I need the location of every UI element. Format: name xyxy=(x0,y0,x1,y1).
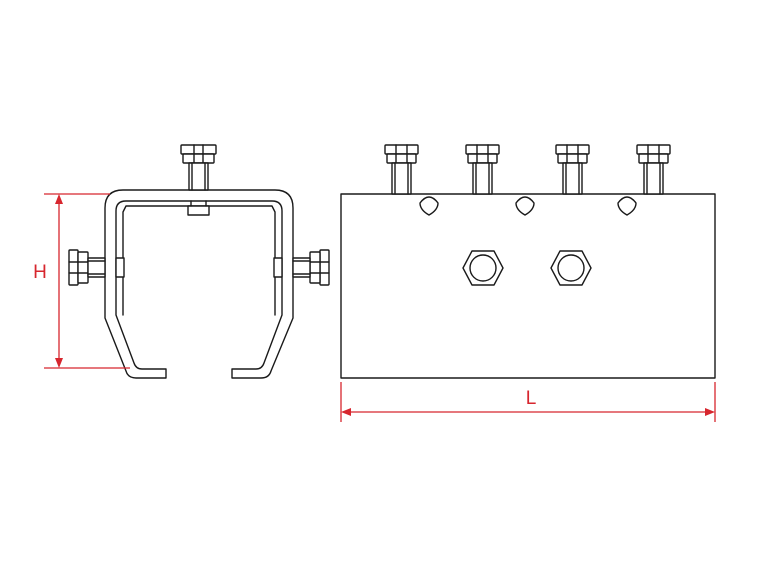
hex-bolt-head-1 xyxy=(462,250,504,286)
top-bolt xyxy=(180,144,217,216)
side-bolt-3 xyxy=(555,144,590,195)
length-label: L xyxy=(526,388,537,409)
left-side-bolt xyxy=(68,249,125,286)
side-view-body xyxy=(340,193,716,379)
teardrop-mark-3 xyxy=(617,196,637,216)
right-side-bolt xyxy=(273,249,330,286)
end-view: H xyxy=(33,144,330,379)
teardrop-mark-2 xyxy=(515,196,535,216)
hex-bolt-head-2 xyxy=(550,250,592,286)
teardrop-mark-1 xyxy=(419,196,439,216)
side-bolt-1 xyxy=(384,144,419,195)
height-label: H xyxy=(33,262,47,283)
side-bolt-4 xyxy=(636,144,671,195)
side-bolt-2 xyxy=(465,144,500,195)
length-dimension: L xyxy=(340,382,716,422)
bracket-outer-profile xyxy=(104,189,294,379)
side-view: L xyxy=(340,144,716,422)
height-dimension: H xyxy=(33,193,130,369)
bracket-inner-liner xyxy=(122,205,276,316)
